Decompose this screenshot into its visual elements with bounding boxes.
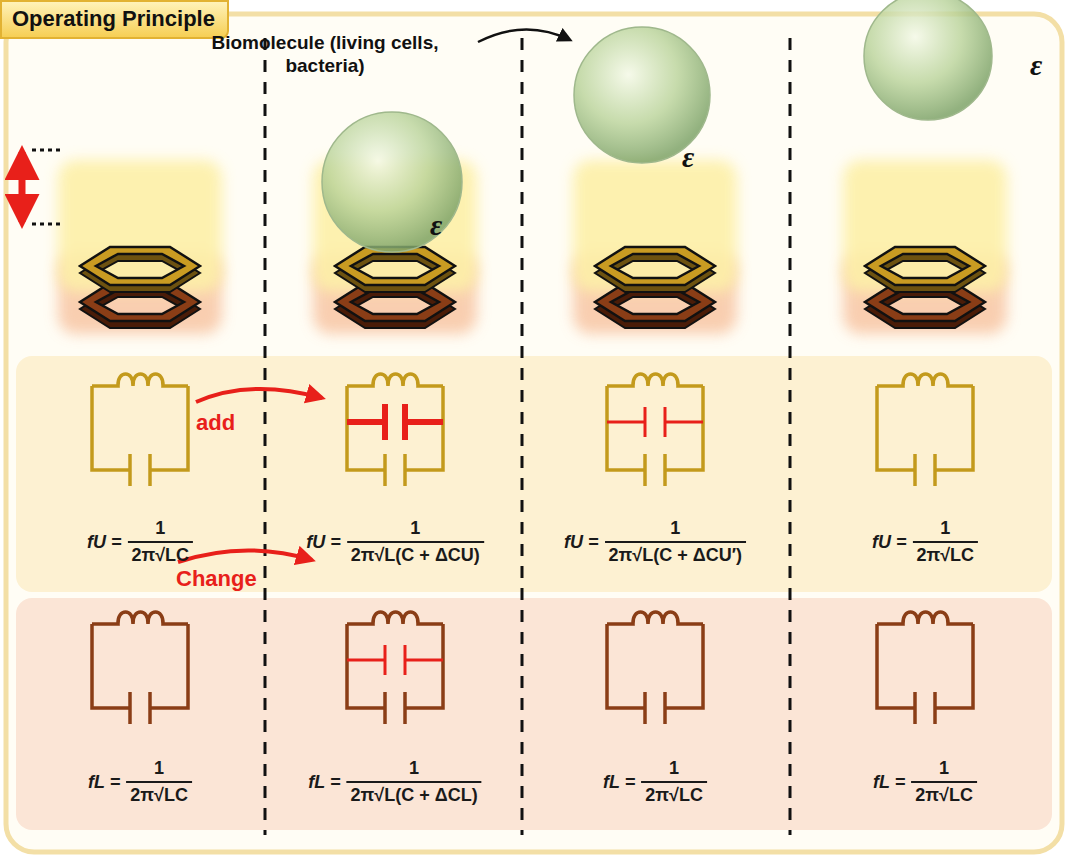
frequency-symbol: fL = (603, 772, 635, 793)
numerator: 1 (936, 518, 954, 541)
biomolecule-sphere (322, 112, 462, 252)
column-divider (264, 38, 267, 835)
title-tab: Operating Principle (0, 0, 229, 39)
added-capacitor (347, 645, 443, 675)
distance-arrow (19, 152, 26, 222)
fraction: 12π√L(C + ΔCL) (347, 758, 482, 806)
fraction: 12π√LC (911, 758, 977, 806)
title-text: Operating Principle (12, 6, 215, 32)
frequency-symbol: fU = (306, 532, 341, 553)
resonance-formula: fL = 12π√LC (603, 758, 707, 806)
numerator: 1 (406, 518, 424, 541)
denominator: 2π√LC (911, 781, 977, 806)
fraction: 12π√L(C + ΔCU) (347, 518, 484, 566)
numerator: 1 (150, 758, 168, 781)
biomolecule-sphere (864, 0, 992, 120)
leader-arrow (478, 29, 570, 42)
lower-band (16, 598, 1052, 830)
denominator: 2π√L(C + ΔCU) (347, 541, 484, 566)
fraction: 12π√LC (641, 758, 707, 806)
resonator-ring (595, 247, 715, 292)
biomolecule-label: Biomolecule (living cells, bacteria) (200, 32, 450, 78)
permittivity-symbol: ε (430, 208, 442, 242)
lc-circuit (877, 612, 973, 724)
resonance-formula: fL = 12π√LC (873, 758, 977, 806)
distance-tick (32, 223, 62, 226)
upper-field-glow (843, 160, 1007, 292)
denominator: 2π√LC (127, 541, 193, 566)
denominator: 2π√LC (912, 541, 978, 566)
upper-band (16, 356, 1052, 592)
denominator: 2π√LC (126, 781, 192, 806)
upper-field-glow (58, 160, 222, 292)
lc-circuit (607, 374, 703, 486)
column-divider (789, 38, 792, 835)
resonance-formula: fU =12π√LC (872, 518, 978, 566)
frequency-symbol: fL = (88, 772, 120, 793)
lc-circuit (92, 374, 188, 486)
added-capacitor (347, 404, 443, 440)
frequency-symbol: fL = (873, 772, 905, 793)
change-label: Change (176, 566, 257, 592)
numerator: 1 (666, 518, 684, 541)
distance-tick (32, 149, 62, 152)
lc-circuit (607, 612, 703, 724)
numerator: 1 (151, 518, 169, 541)
fraction: 12π√LC (127, 518, 193, 566)
fraction: 12π√LC (912, 518, 978, 566)
resonator-ring (80, 247, 200, 292)
lc-circuit (347, 374, 443, 486)
frequency-symbol: fL = (308, 772, 340, 793)
fraction: 12π√L(C + ΔCU′) (605, 518, 746, 566)
upper-field-glow (573, 160, 737, 292)
resonance-formula: fL = 12π√LC (88, 758, 192, 806)
panel (6, 14, 1062, 852)
numerator: 1 (405, 758, 423, 781)
resonance-formula: fU = 12π√L(C + ΔCU) (306, 518, 484, 566)
lc-circuit (347, 612, 443, 724)
resonator-ring (865, 247, 985, 292)
resonance-formula: fL = 12π√L(C + ΔCL) (308, 758, 481, 806)
denominator: 2π√L(C + ΔCL) (347, 781, 482, 806)
resonance-formula: fU = 12π√L(C + ΔCU′) (564, 518, 746, 566)
lc-circuit (92, 612, 188, 724)
frequency-symbol: fU = (87, 532, 122, 553)
resonance-formula: fU =12π√LC (87, 518, 193, 566)
add-label: add (196, 410, 235, 436)
numerator: 1 (665, 758, 683, 781)
change-arrow (178, 550, 312, 562)
frequency-symbol: fU = (872, 532, 907, 553)
frequency-symbol: fU = (564, 532, 599, 553)
add-arrow (196, 389, 322, 402)
permittivity-symbol: ε (682, 140, 694, 174)
column-divider (521, 38, 524, 835)
fraction: 12π√LC (126, 758, 192, 806)
denominator: 2π√LC (641, 781, 707, 806)
numerator: 1 (935, 758, 953, 781)
resonator-ring (335, 247, 455, 292)
added-capacitor (607, 407, 703, 437)
denominator: 2π√L(C + ΔCU′) (605, 541, 746, 566)
permittivity-symbol: ε (1030, 48, 1042, 82)
lc-circuit (877, 374, 973, 486)
